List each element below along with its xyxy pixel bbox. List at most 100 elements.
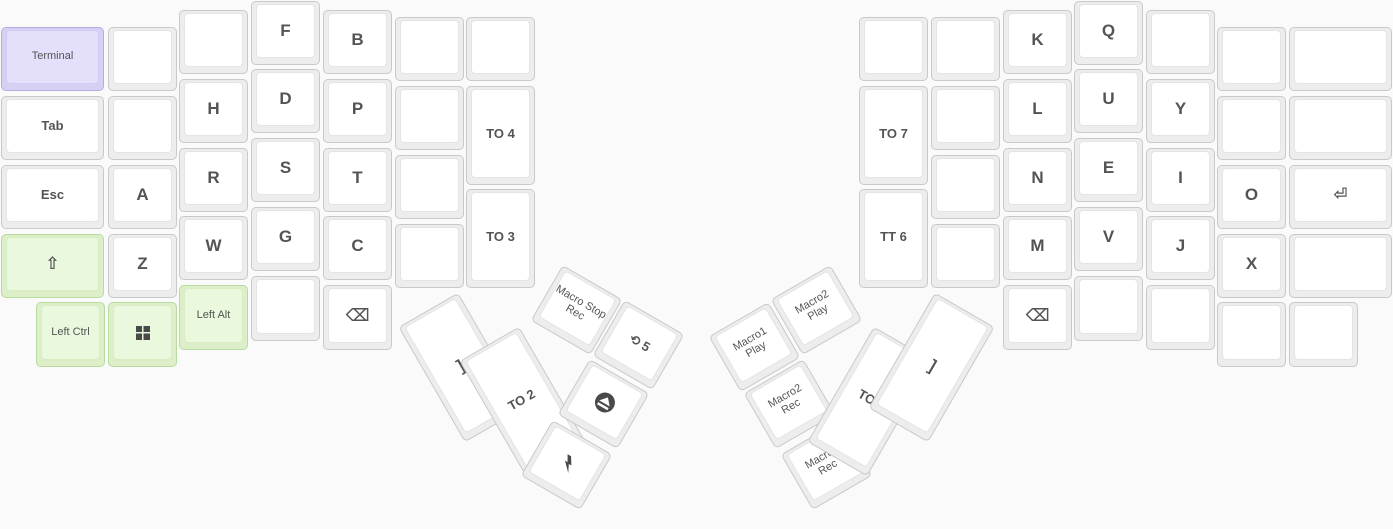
key-label: K <box>1008 13 1067 67</box>
key-label: L <box>1008 82 1067 136</box>
key-blank[interactable] <box>1289 302 1358 367</box>
key-label <box>936 89 995 143</box>
key-t[interactable]: T <box>323 148 392 212</box>
key-y[interactable]: Y <box>1146 79 1215 143</box>
key-backspace[interactable]: ⌫ <box>1003 285 1072 350</box>
key-label <box>184 13 243 67</box>
key-blank[interactable] <box>108 96 177 160</box>
key-label <box>936 20 995 74</box>
key-r[interactable]: R <box>179 148 248 212</box>
key-blank[interactable] <box>251 276 320 341</box>
key-left-alt[interactable]: Left Alt <box>179 285 248 350</box>
key-c[interactable]: C <box>323 216 392 280</box>
key-x[interactable]: X <box>1217 234 1286 298</box>
key-label <box>256 279 315 334</box>
key-blank[interactable] <box>1217 27 1286 91</box>
key-label: I <box>1151 151 1210 205</box>
key-label <box>471 20 530 74</box>
key-label: N <box>1008 151 1067 205</box>
key-label: ⏎ <box>1294 168 1387 222</box>
key-label <box>864 20 923 74</box>
key-blank[interactable] <box>931 86 1000 150</box>
key-blank[interactable] <box>1074 276 1143 341</box>
key-blank[interactable] <box>1289 27 1392 91</box>
key-label <box>1151 288 1210 343</box>
key-u[interactable]: U <box>1074 69 1143 133</box>
key-label: S <box>256 141 315 195</box>
key-label: B <box>328 13 387 67</box>
key-label: F <box>256 4 315 58</box>
key-o[interactable]: O <box>1217 165 1286 229</box>
key-label: H <box>184 82 243 136</box>
key-h[interactable]: H <box>179 79 248 143</box>
key-esc[interactable]: Esc <box>1 165 104 229</box>
key-blank[interactable] <box>179 10 248 74</box>
key-label: TO 4 <box>471 89 530 178</box>
key-blank[interactable] <box>1217 302 1286 367</box>
key-n[interactable]: N <box>1003 148 1072 212</box>
key-label <box>936 227 995 281</box>
key-label: Tab <box>6 99 99 153</box>
key-blank[interactable] <box>1217 96 1286 160</box>
key-tt6[interactable]: TT 6 <box>859 189 928 288</box>
key-f[interactable]: F <box>251 1 320 65</box>
key-label: P <box>328 82 387 136</box>
key-terminal[interactable]: Terminal <box>1 27 104 91</box>
key-label: ⇧ <box>6 237 99 291</box>
key-label: TO 3 <box>471 192 530 281</box>
key-label: TO 7 <box>864 89 923 178</box>
key-shift[interactable]: ⇧ <box>1 234 104 298</box>
key-blank[interactable] <box>395 17 464 81</box>
key-backspace[interactable]: ⌫ <box>323 285 392 350</box>
key-label <box>1079 279 1138 334</box>
key-left-ctrl[interactable]: Left Ctrl <box>36 302 105 367</box>
key-p[interactable]: P <box>323 79 392 143</box>
key-blank[interactable] <box>859 17 928 81</box>
key-l[interactable]: L <box>1003 79 1072 143</box>
key-windows[interactable] <box>108 302 177 367</box>
key-label: J <box>1151 219 1210 273</box>
key-j[interactable]: J <box>1146 216 1215 280</box>
key-blank[interactable] <box>108 27 177 91</box>
key-to3[interactable]: TO 3 <box>466 189 535 288</box>
key-label: C <box>328 219 387 273</box>
key-label: Terminal <box>6 30 99 84</box>
key-q[interactable]: Q <box>1074 1 1143 65</box>
key-label <box>1294 237 1387 291</box>
key-e[interactable]: E <box>1074 138 1143 202</box>
key-b[interactable]: B <box>323 10 392 74</box>
key-blank[interactable] <box>931 17 1000 81</box>
key-d[interactable]: D <box>251 69 320 133</box>
key-label: M <box>1008 219 1067 273</box>
key-blank[interactable] <box>1289 96 1392 160</box>
key-z[interactable]: Z <box>108 234 177 298</box>
key-blank[interactable] <box>1146 10 1215 74</box>
key-enter[interactable]: ⏎ <box>1289 165 1392 229</box>
key-blank[interactable] <box>395 86 464 150</box>
key-g[interactable]: G <box>251 207 320 271</box>
key-blank[interactable] <box>395 224 464 288</box>
key-eject[interactable] <box>557 359 650 449</box>
key-v[interactable]: V <box>1074 207 1143 271</box>
key-blank[interactable] <box>466 17 535 81</box>
key-m[interactable]: M <box>1003 216 1072 280</box>
key-s[interactable]: S <box>251 138 320 202</box>
key-blank[interactable] <box>395 155 464 219</box>
key-to7[interactable]: TO 7 <box>859 86 928 185</box>
key-blank[interactable] <box>1289 234 1392 298</box>
key-bolt[interactable] <box>520 420 613 510</box>
key-w[interactable]: W <box>179 216 248 280</box>
key-blank[interactable] <box>931 224 1000 288</box>
key-a[interactable]: A <box>108 165 177 229</box>
key-label: Macro2 Play <box>776 270 855 347</box>
key-label <box>1222 99 1281 153</box>
key-label: E <box>1079 141 1138 195</box>
key-k[interactable]: K <box>1003 10 1072 74</box>
key-label: ⌫ <box>328 288 387 343</box>
key-i[interactable]: I <box>1146 148 1215 212</box>
key-blank[interactable] <box>1146 285 1215 350</box>
key-to4[interactable]: TO 4 <box>466 86 535 185</box>
key-tab[interactable]: Tab <box>1 96 104 160</box>
key-label <box>113 30 172 84</box>
key-blank[interactable] <box>931 155 1000 219</box>
